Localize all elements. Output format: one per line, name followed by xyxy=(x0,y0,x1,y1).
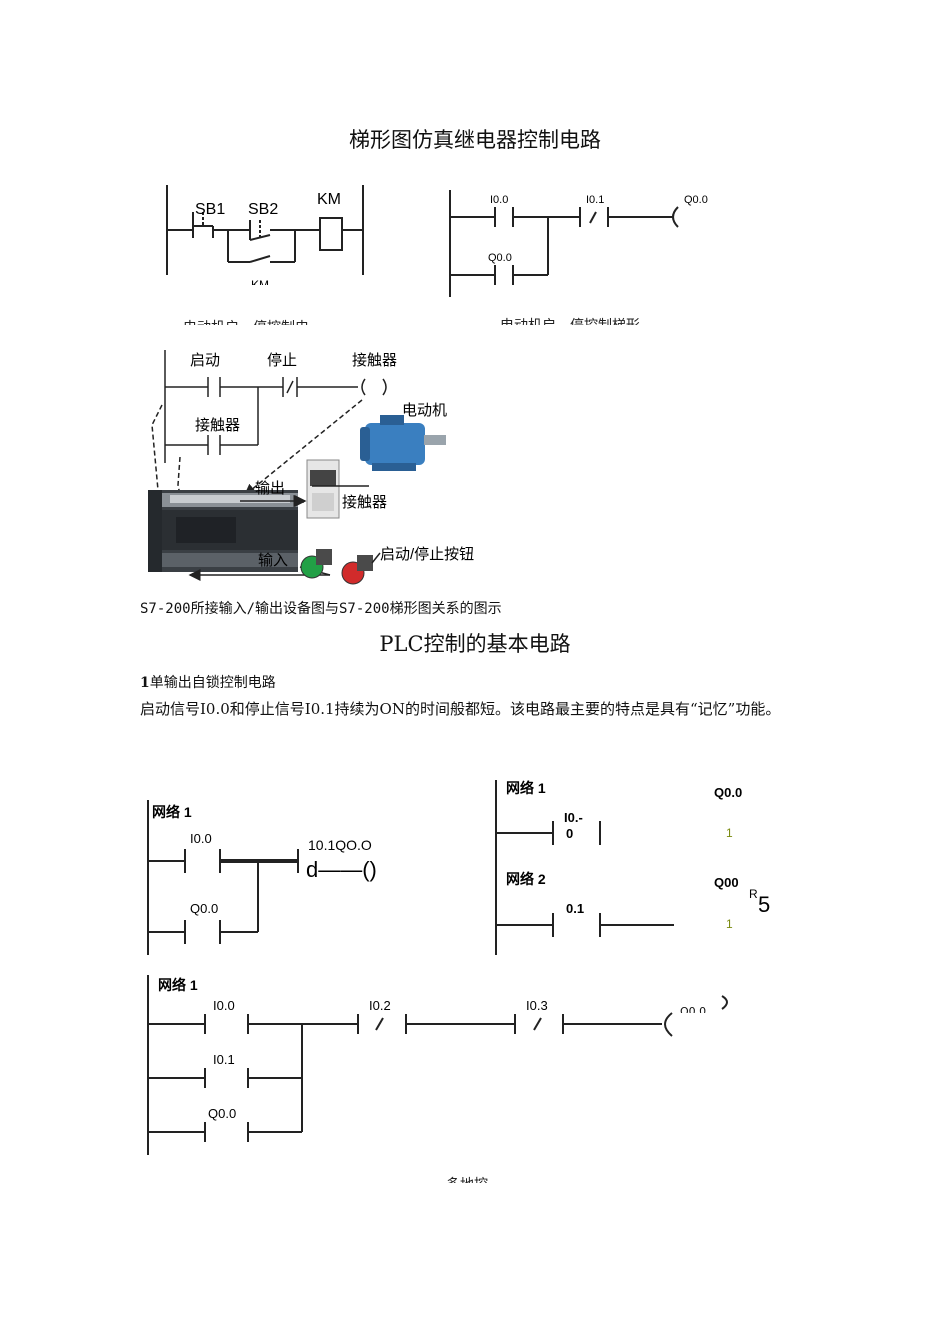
ladder1-i00-label: I0.0 xyxy=(490,194,508,206)
subsection-title: 1单输出自锁控制电路 xyxy=(140,672,276,692)
net-b-q1-label: Q0.0 xyxy=(714,785,742,800)
green-start-button-image xyxy=(300,549,332,579)
net-c-i02-label: I0.2 xyxy=(369,998,391,1013)
relay-caption-box: 电动机启、停控制电 xyxy=(183,314,383,325)
description-paragraph: 启动信号I0.0和停止信号I0.1持续为ON的时间般都短。该电路最主要的特点是具… xyxy=(140,700,781,718)
net-c-q00-label: Q0.0 xyxy=(208,1106,236,1121)
net-c-i00-label: I0.0 xyxy=(213,998,235,1013)
ladder1-caption-box: 电动机启、停控制梯形 xyxy=(500,314,720,325)
net-b-r-label: R xyxy=(749,887,758,901)
stop-label: 停止 xyxy=(267,352,297,369)
s7-200-relationship-figure: 启动 停止 接触器 接触器 电动机 输出 接触器 输入 启动/停止按钮 xyxy=(148,350,474,585)
net-c-header: 网络 1 xyxy=(158,977,198,993)
net-a-right-symbol: d——() xyxy=(306,857,377,882)
net-a-header: 网络 1 xyxy=(152,804,192,820)
net-a-q00-label: Q0.0 xyxy=(190,901,218,916)
km-contact-label: KM xyxy=(251,278,269,285)
net-b-c1a-label: I0.- xyxy=(564,810,583,825)
net-c-caption: 多地控 xyxy=(446,1174,506,1183)
net-b-v2: 1 xyxy=(726,917,733,931)
contactor-image xyxy=(306,459,340,519)
output-label: 输出 xyxy=(255,480,285,497)
start-label: 启动 xyxy=(190,352,220,369)
contactor-top-label: 接触器 xyxy=(352,352,397,369)
page-title: 梯形图仿真继电器控制电路 xyxy=(349,128,601,152)
net-b-header-1: 网络 1 xyxy=(506,780,546,796)
ladder-network-b: 网络 1 I0.- 0 Q0.0 1 网络 2 0.1 Q00 R 5 1 xyxy=(495,780,770,955)
ladder1-q00-label: Q0.0 xyxy=(684,194,708,206)
section-title-text: PLC控制的基本电路 xyxy=(379,632,571,656)
net-b-r-number: 5 xyxy=(758,892,770,917)
input-label: 输入 xyxy=(258,552,288,569)
net-c-i03-label: I0.3 xyxy=(526,998,548,1013)
net-b-q2-label: Q00 xyxy=(714,875,739,890)
subsection-number: 1 xyxy=(140,675,150,691)
net-b-c2-label: 0.1 xyxy=(566,901,584,916)
net-b-c1b-label: 0 xyxy=(566,826,573,841)
net-c-caption-box: 多地控 xyxy=(446,1173,506,1183)
ladder1-i01-label: I0.1 xyxy=(586,194,604,206)
ladder-diagram-start-stop: I0.0 I0.1 Q0.0 Q0.0 xyxy=(449,190,708,297)
net-b-v1: 1 xyxy=(726,826,733,840)
relay-circuit-diagram: SB1 SB2 KM KM xyxy=(166,185,364,285)
net-c-i01-label: I0.1 xyxy=(213,1052,235,1067)
plc-unit-image xyxy=(148,490,298,572)
contactor-device-label: 接触器 xyxy=(342,494,387,511)
motor-label: 电动机 xyxy=(402,402,447,419)
net-c-coil-label: Q0.0 xyxy=(680,1005,707,1013)
net-a-i00-label: I0.0 xyxy=(190,831,212,846)
subsection-text: 单输出自锁控制电路 xyxy=(149,675,276,691)
buttons-label: 启动/停止按钮 xyxy=(380,546,474,563)
net-a-right-label: 10.1QO.O xyxy=(308,837,372,853)
contactor-mid-label: 接触器 xyxy=(195,417,240,434)
net-c-coil-label-box: Q0.0 xyxy=(680,1005,720,1013)
s7-caption: S7-200所接输入/输出设备图与S7-200梯形图关系的图示 xyxy=(140,601,502,617)
ladder-network-c: 网络 1 I0.0 I0.2 I0.3 I0.1 Q0.0 xyxy=(147,975,728,1155)
ladder1-caption: 电动机启、停控制梯形 xyxy=(500,315,720,325)
motor-image xyxy=(360,415,446,471)
sb1-label: SB1 xyxy=(195,201,225,218)
sb2-label: SB2 xyxy=(248,201,278,218)
net-b-header-2: 网络 2 xyxy=(506,871,546,887)
km-label: KM xyxy=(317,191,341,208)
relay-caption: 电动机启、停控制电 xyxy=(183,317,383,325)
section-title: PLC控制的基本电路 xyxy=(0,628,950,658)
red-stop-button-image xyxy=(341,555,373,585)
ladder1-q00b-label: Q0.0 xyxy=(488,252,512,264)
ladder-network-a: 网络 1 I0.0 Q0.0 10.1QO.O d——() xyxy=(147,800,377,955)
